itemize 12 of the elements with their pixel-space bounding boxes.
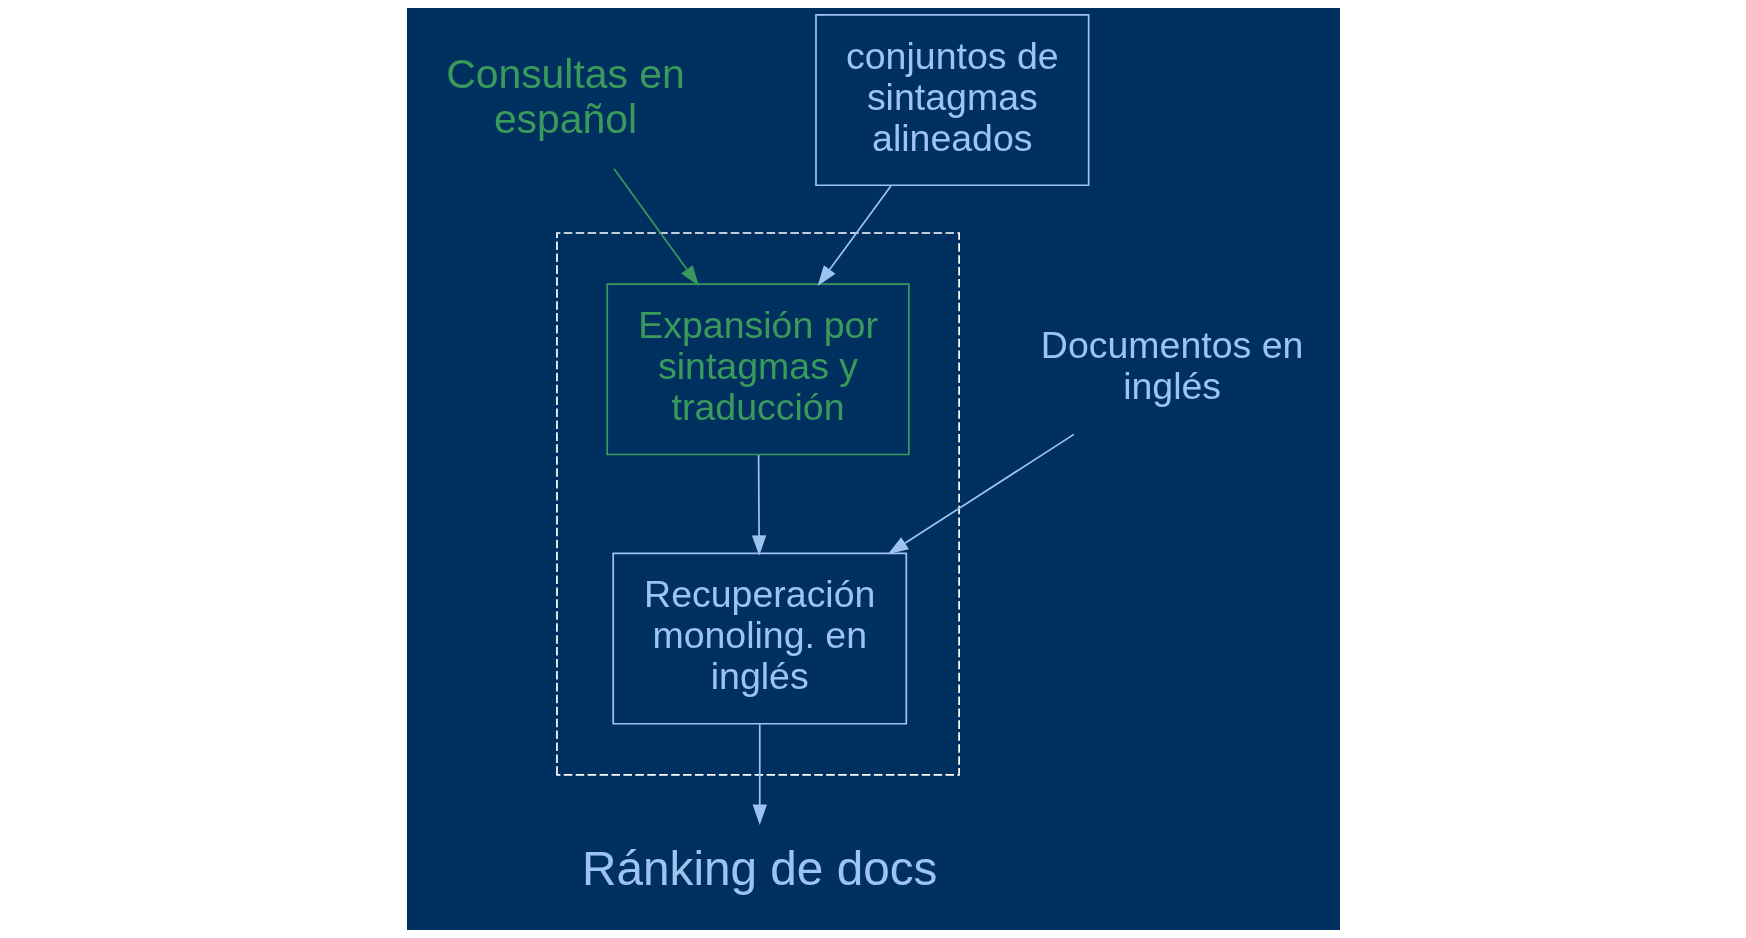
arrow: [887, 433, 1075, 555]
arrow: [752, 723, 767, 826]
arrow: [751, 454, 766, 556]
node-text: Consultas en español: [445, 51, 685, 142]
arrow: [612, 168, 699, 286]
node-box: conjuntos de sintagmas alineados: [814, 14, 1089, 187]
node-text: Ránking de docs: [581, 841, 937, 895]
arrow: [817, 185, 892, 287]
node-box: Recuperación monoling. en inglés: [611, 552, 907, 725]
node-text: Documentos en inglés: [1040, 324, 1303, 408]
cluster: [555, 232, 960, 776]
node-box: Expansión por sintagmas y traducción: [605, 283, 910, 456]
